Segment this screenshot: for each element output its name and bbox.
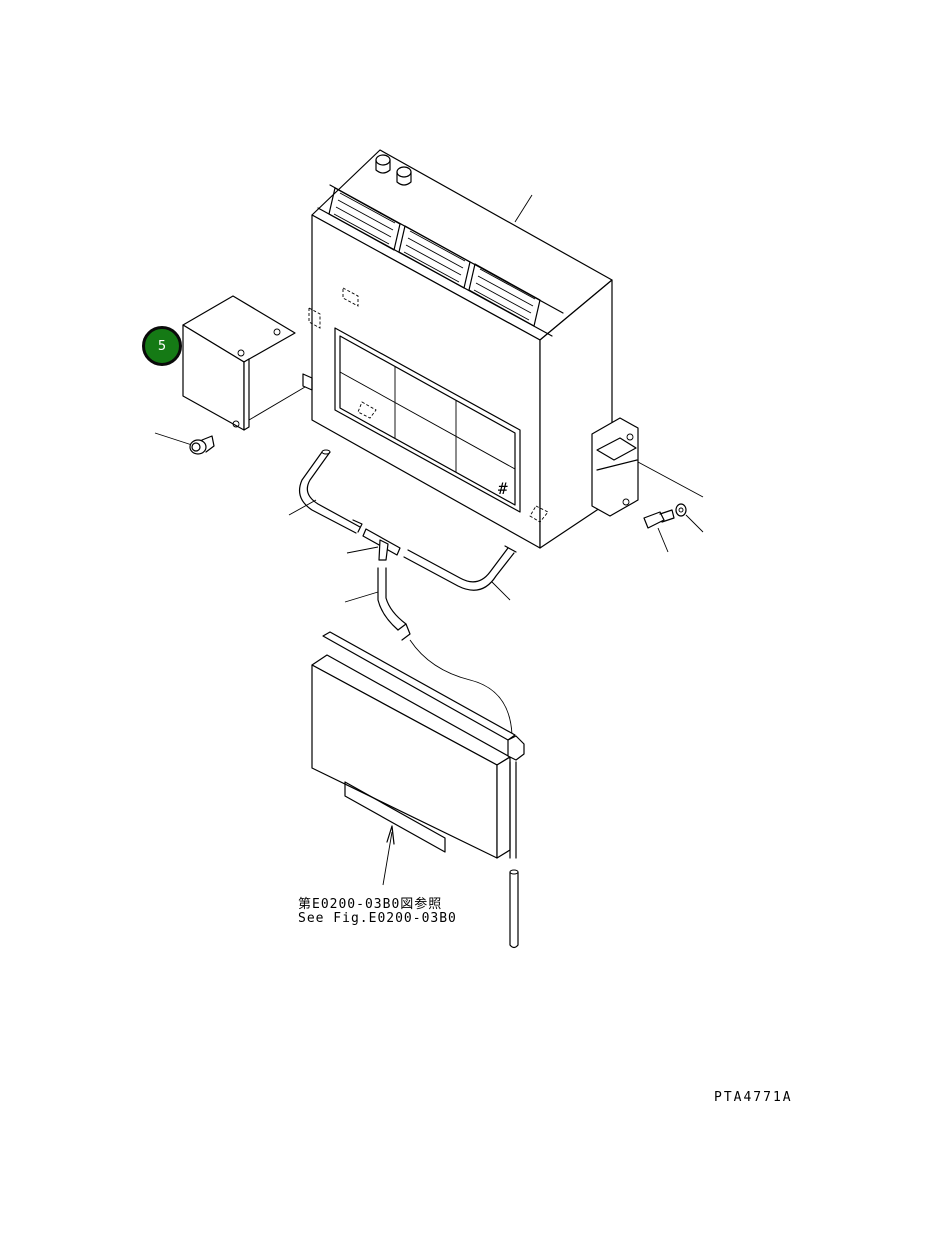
- heater-unit: #: [302, 149, 613, 549]
- louver-vents: [328, 187, 541, 327]
- reference-arrow: [382, 825, 395, 886]
- controller-box: [311, 631, 525, 949]
- cover-plate: [182, 295, 306, 431]
- svg-text:#: #: [498, 479, 508, 498]
- bolt-washer-right: [643, 503, 687, 529]
- front-grille: #: [334, 327, 521, 513]
- drain-hose: [377, 567, 513, 736]
- drawing-code: PTA4771A: [714, 1090, 793, 1105]
- reference-note-en: See Fig.E0200-03B0: [298, 911, 457, 926]
- callout-badge-5[interactable]: 5: [142, 326, 182, 366]
- reference-note-jp: 第E0200-03B0図参照: [298, 897, 443, 912]
- leader-lines: [154, 194, 704, 603]
- callout-number: 5: [157, 339, 167, 354]
- bolt-left: [189, 435, 215, 455]
- hose-left: [299, 449, 363, 534]
- t-connector: [362, 528, 401, 561]
- control-knobs: [375, 154, 412, 186]
- mounting-bracket: [591, 417, 704, 517]
- hose-right: [403, 545, 517, 591]
